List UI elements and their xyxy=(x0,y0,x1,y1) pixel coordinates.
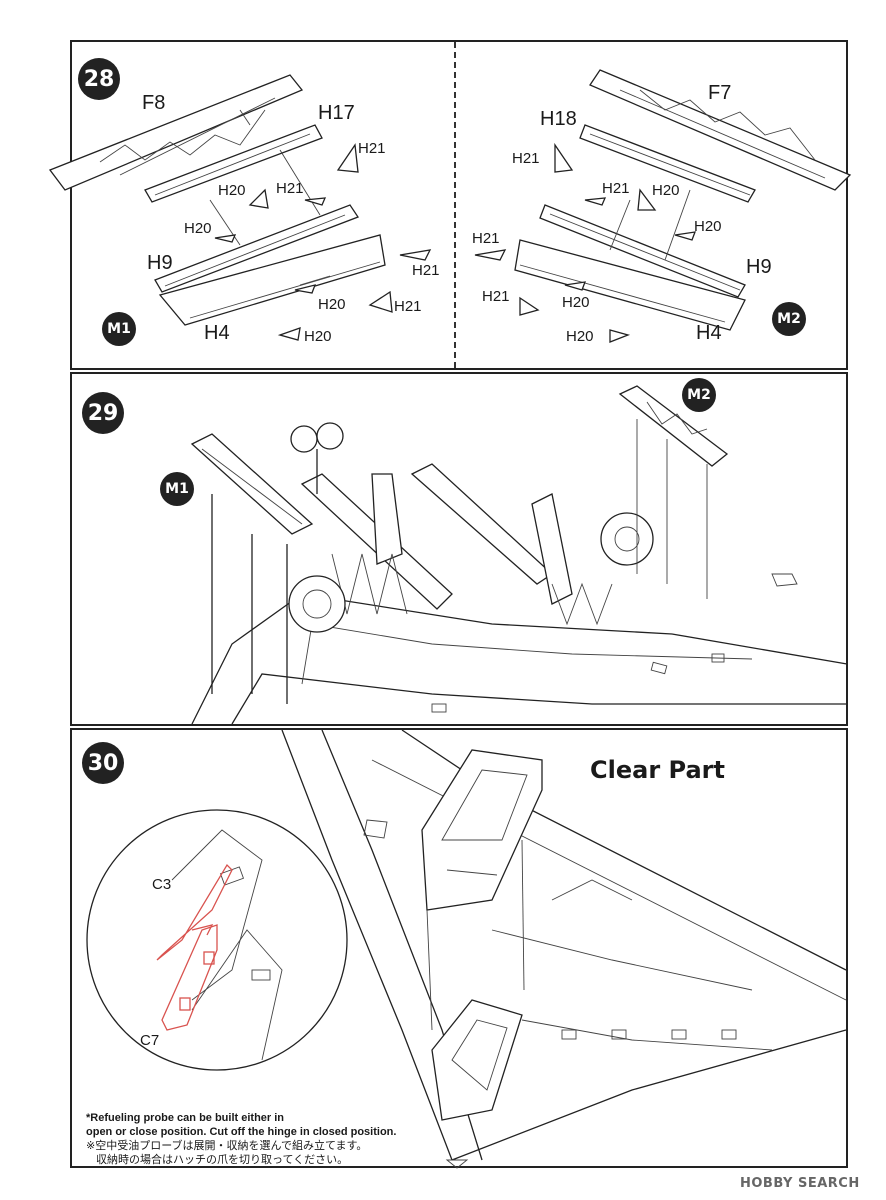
step-29-panel xyxy=(70,372,848,726)
label-c7: C7 xyxy=(140,1032,160,1049)
label-h20: H20 xyxy=(304,328,332,345)
step-29-drawing xyxy=(190,385,848,725)
label-h21: H21 xyxy=(512,150,540,167)
label-f8: F8 xyxy=(142,92,166,114)
label-h21: H21 xyxy=(482,288,510,305)
label-f7: F7 xyxy=(708,82,732,104)
label-h21: H21 xyxy=(472,230,500,247)
watermark: HOBBY SEARCH xyxy=(740,1176,860,1191)
refueling-probe-note: *Refueling probe can be built either in … xyxy=(86,1112,396,1166)
label-h20: H20 xyxy=(184,220,212,237)
label-h20: H20 xyxy=(652,182,680,199)
step-29-badge: 29 xyxy=(82,392,124,434)
label-h21: H21 xyxy=(358,140,386,157)
step-28-right-drawing xyxy=(474,69,852,343)
label-h21: H21 xyxy=(394,298,422,315)
label-h9: H9 xyxy=(746,256,772,278)
label-h20: H20 xyxy=(566,328,594,345)
step-30-badge: 30 xyxy=(82,742,124,784)
label-h9: H9 xyxy=(147,252,173,274)
step-28-left-drawing xyxy=(48,74,432,341)
note-line-en-1: *Refueling probe can be built either in xyxy=(86,1112,285,1124)
label-h4: H4 xyxy=(696,322,722,344)
label-h21: H21 xyxy=(276,180,304,197)
label-h18: H18 xyxy=(540,108,577,130)
label-c3: C3 xyxy=(152,876,172,893)
label-h20: H20 xyxy=(218,182,246,199)
step-30-drawing xyxy=(86,729,847,1169)
subassembly-badge-m1: M1 xyxy=(160,472,194,506)
subassembly-badge-m2: M2 xyxy=(682,378,716,412)
label-h21: H21 xyxy=(602,180,630,197)
label-h4: H4 xyxy=(204,322,230,344)
step-28-panel xyxy=(70,40,848,370)
note-line-en-2: open or close position. Cut off the hing… xyxy=(86,1125,397,1138)
label-h20: H20 xyxy=(318,296,346,313)
note-line-jp-2: 収納時の場合はハッチの爪を切り取ってください。 xyxy=(96,1152,349,1166)
subassembly-badge-m2: M2 xyxy=(772,302,806,336)
step-28-divider xyxy=(454,42,456,368)
label-h20: H20 xyxy=(694,218,722,235)
label-h17: H17 xyxy=(318,102,355,124)
label-h20: H20 xyxy=(562,294,590,311)
label-h21: H21 xyxy=(412,262,440,279)
subassembly-badge-m1: M1 xyxy=(102,312,136,346)
step-30-panel xyxy=(70,728,848,1168)
step-28-badge: 28 xyxy=(78,58,120,100)
note-line-jp-1: ※空中受油プローブは展開・収納を選んで組み立てます。 xyxy=(86,1139,368,1152)
clear-part-label: Clear Part xyxy=(590,756,725,784)
